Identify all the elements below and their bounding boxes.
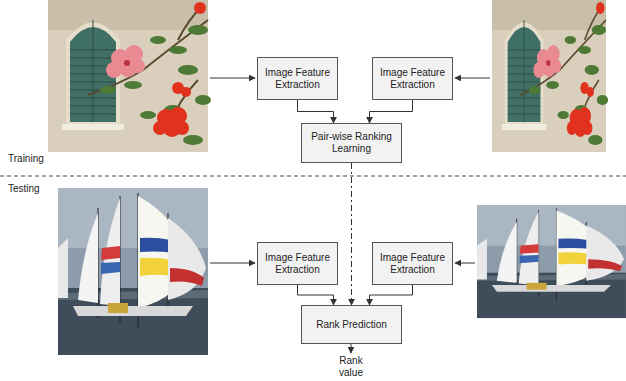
separator-line: [0, 176, 626, 177]
process-box: Image Feature Extraction: [257, 242, 338, 285]
input-arrows: [210, 78, 490, 353]
flow-arrow: [298, 100, 334, 123]
box-label: Image Feature Extraction: [262, 252, 333, 276]
process-box: Image Feature Extraction: [372, 242, 453, 285]
sailboat-photo: [58, 188, 208, 355]
flower-photo: [48, 0, 211, 152]
flow-arrow: [370, 285, 413, 305]
phase-label: Testing: [8, 183, 68, 195]
process-box: Rank Prediction: [301, 305, 402, 344]
flow-arrow: [298, 285, 334, 305]
box-label: Rank Prediction: [316, 319, 387, 331]
process-box: Image Feature Extraction: [372, 57, 453, 100]
output-label: Rank value: [331, 355, 371, 379]
box-label: Image Feature Extraction: [377, 67, 448, 91]
sailboat-photo: [477, 205, 626, 318]
flow-arrow: [370, 100, 413, 123]
phase-label: Training: [8, 153, 68, 165]
process-box: Image Feature Extraction: [257, 57, 338, 100]
process-box: Pair-wise Ranking Learning: [301, 123, 402, 163]
flow-arrow: [351, 163, 352, 305]
box-label: Image Feature Extraction: [377, 252, 448, 276]
box-label: Pair-wise Ranking Learning: [306, 131, 397, 155]
flower-photo: [492, 0, 608, 152]
box-label: Image Feature Extraction: [262, 67, 333, 91]
